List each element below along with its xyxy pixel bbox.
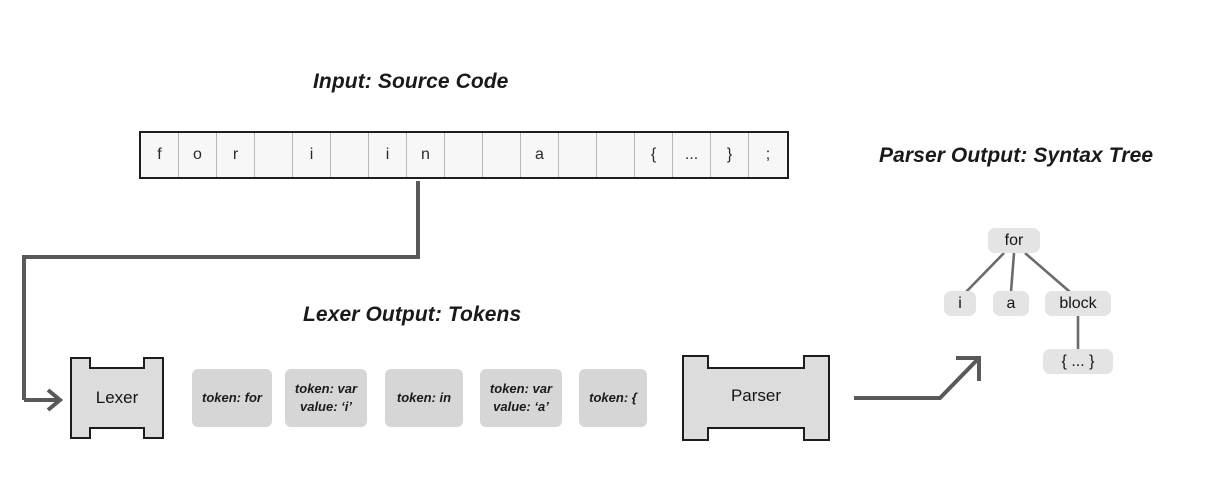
token-line: value: ‘i’ (299, 399, 353, 414)
source-cell (255, 133, 293, 177)
page-title-input-source-code: Input: Source Code (313, 70, 509, 93)
token-line: token: { (589, 390, 637, 406)
token-chip[interactable]: token: var value: ‘i’ (285, 369, 367, 427)
process-box-icon (70, 357, 164, 439)
source-cell (597, 133, 635, 177)
source-cell (445, 133, 483, 177)
source-cell: } (711, 133, 749, 177)
token-line: token: for (202, 390, 262, 406)
process-box-icon (682, 355, 830, 441)
source-cell: a (521, 133, 559, 177)
parser-process-box[interactable]: Parser (682, 355, 830, 441)
page-title-parser-output: Parser Output: Syntax Tree (879, 144, 1154, 167)
token-line: token: in (396, 390, 452, 406)
tree-node-block[interactable]: block (1045, 291, 1111, 316)
token-chip[interactable]: token: for (192, 369, 272, 427)
tree-edge-for-to-block (1024, 252, 1071, 293)
tree-node-braces[interactable]: { ... } (1043, 349, 1113, 374)
token-line: token: var (294, 381, 358, 397)
parser-label: Parser (730, 386, 782, 405)
lexer-process-box[interactable]: Lexer (70, 357, 164, 439)
source-cell: { (635, 133, 673, 177)
source-cell: n (407, 133, 445, 177)
token-line: value: ‘a’ (493, 399, 549, 414)
connector-parser-to-tree (854, 356, 981, 400)
source-cell: ; (749, 133, 787, 177)
source-cell: i (293, 133, 331, 177)
token-chip[interactable]: token: in (385, 369, 463, 427)
source-cell (331, 133, 369, 177)
tree-node-i[interactable]: i (944, 291, 976, 316)
token-line: token: var (489, 381, 553, 397)
tree-node-a[interactable]: a (993, 291, 1029, 316)
source-code-strip: f o r i i n a { ... } ; (139, 131, 789, 179)
token-chip[interactable]: token: var value: ‘a’ (480, 369, 562, 427)
token-chip[interactable]: token: { (579, 369, 647, 427)
tree-node-for[interactable]: for (988, 228, 1040, 253)
lexer-label: Lexer (95, 388, 139, 407)
tree-edge-for-to-a (1009, 252, 1016, 293)
source-cell: r (217, 133, 255, 177)
source-cell (483, 133, 521, 177)
source-cell: o (179, 133, 217, 177)
source-cell: f (141, 133, 179, 177)
page-title-lexer-output: Lexer Output: Tokens (303, 303, 522, 326)
tree-edge-for-to-i (965, 252, 1005, 293)
source-cell: i (369, 133, 407, 177)
source-cell: ... (673, 133, 711, 177)
source-cell (559, 133, 597, 177)
